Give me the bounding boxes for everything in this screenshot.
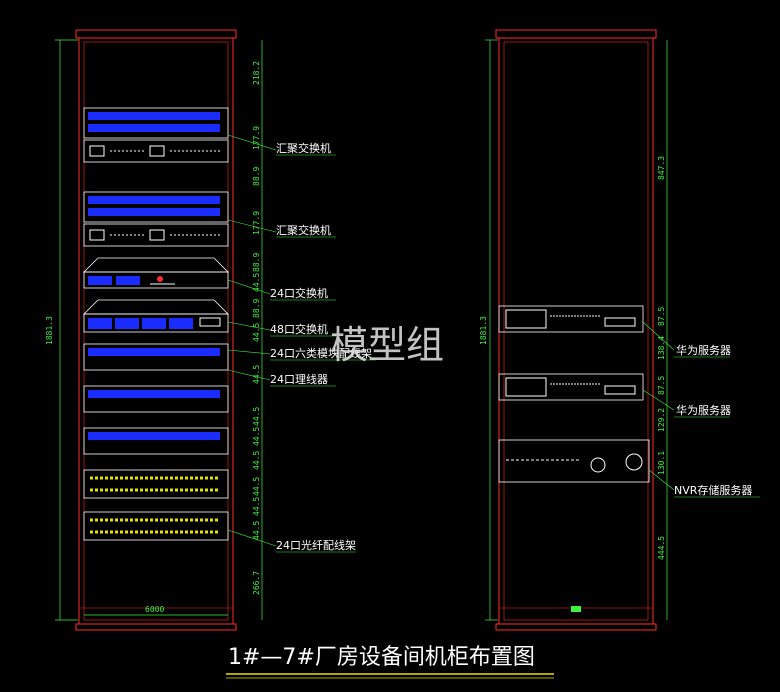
right-cabinet-top-cap (495, 29, 657, 39)
label-aggregation-switch-2: 汇聚交换机 (276, 223, 331, 237)
right-height-dimension: 1881.3 (479, 39, 498, 621)
right-cabinet-badge (571, 606, 581, 612)
left-cabinet-base (75, 623, 237, 631)
right-dim-3: 87.5 (657, 376, 666, 395)
label-nvr-storage-server: NVR存储服务器 (674, 483, 752, 497)
left-dim-11: 44.5 (252, 451, 261, 470)
left-dim-10: 44.5 (252, 427, 261, 446)
switch-24-port (83, 257, 229, 289)
left-dimension-chain: 218.2 177.9 88.9 177.9 88.9 44.5 88.9 44… (252, 40, 263, 620)
left-height-dimension: 1881.3 (45, 39, 78, 621)
right-dim-1: 87.5 (657, 307, 666, 326)
left-dim-12: 44.5 (252, 477, 261, 496)
right-cabinet (495, 29, 657, 631)
aggregation-switch-2 (83, 191, 229, 247)
label-cable-manager: 24口理线器 (270, 372, 328, 386)
right-dim-6: 444.5 (657, 536, 666, 560)
label-huawei-server-2: 华为服务器 (676, 403, 731, 417)
right-cabinet-inner (503, 41, 649, 621)
right-labels: 华为服务器 华为服务器 NVR存储服务器 (642, 321, 760, 498)
fiber-patch-panels (83, 469, 229, 541)
label-fiber-patch-panel: 24口光纤配线架 (276, 538, 356, 552)
left-dim-7: 44.5 (252, 323, 261, 342)
left-dim-2: 88.9 (252, 167, 261, 186)
left-dim-15: 266.7 (252, 571, 261, 595)
drawing-title: 1#—7#厂房设备间机柜布置图 (228, 645, 535, 670)
left-dim-14: 44.5 (252, 521, 261, 540)
aggregation-switch-1 (83, 107, 229, 163)
left-width-dimension: 6000 (84, 605, 228, 616)
left-height-dim-text: 1881.3 (45, 316, 54, 345)
left-dim-13: 44.5 (252, 497, 261, 516)
left-dim-3: 177.9 (252, 211, 261, 235)
left-dim-8: 44.5 (252, 365, 261, 384)
left-dim-6: 88.9 (252, 299, 261, 318)
right-cabinet-outer (498, 37, 654, 625)
left-dim-0: 218.2 (252, 61, 261, 85)
right-height-dim-text: 1881.3 (479, 316, 488, 345)
right-cabinet-base (495, 623, 657, 631)
right-dim-4: 129.2 (657, 408, 666, 432)
right-dim-5: 130.1 (657, 451, 666, 475)
label-huawei-server-1: 华为服务器 (676, 343, 731, 357)
left-labels: 汇聚交换机 汇聚交换机 24口交换机 48口交换机 24口六类模块配线架 24口… (227, 134, 376, 553)
nvr-storage-server (498, 439, 650, 483)
left-cabinet-top-cap (75, 29, 237, 39)
huawei-server-1 (498, 305, 644, 333)
left-dim-1: 177.9 (252, 126, 261, 150)
patch-panels (83, 343, 229, 455)
left-dim-9: 44.5 (252, 407, 261, 426)
left-dim-4: 88.9 (252, 253, 261, 272)
huawei-server-2 (498, 373, 644, 401)
label-switch-24: 24口交换机 (270, 286, 328, 300)
left-width-dim-text: 6000 (145, 605, 164, 614)
right-dim-2: 138.4 (657, 336, 666, 360)
switch-48-port (83, 299, 229, 333)
left-dim-5: 44.5 (252, 273, 261, 292)
label-aggregation-switch-1: 汇聚交换机 (276, 141, 331, 155)
label-cat6-patch-panel: 24口六类模块配线架 (270, 346, 372, 360)
label-switch-48: 48口交换机 (270, 322, 328, 336)
watermark: 模型组 (330, 323, 444, 367)
right-dimension-chain: 847.3 87.5 138.4 87.5 129.2 130.1 444.5 (657, 40, 668, 620)
right-dim-0: 847.3 (657, 156, 666, 180)
